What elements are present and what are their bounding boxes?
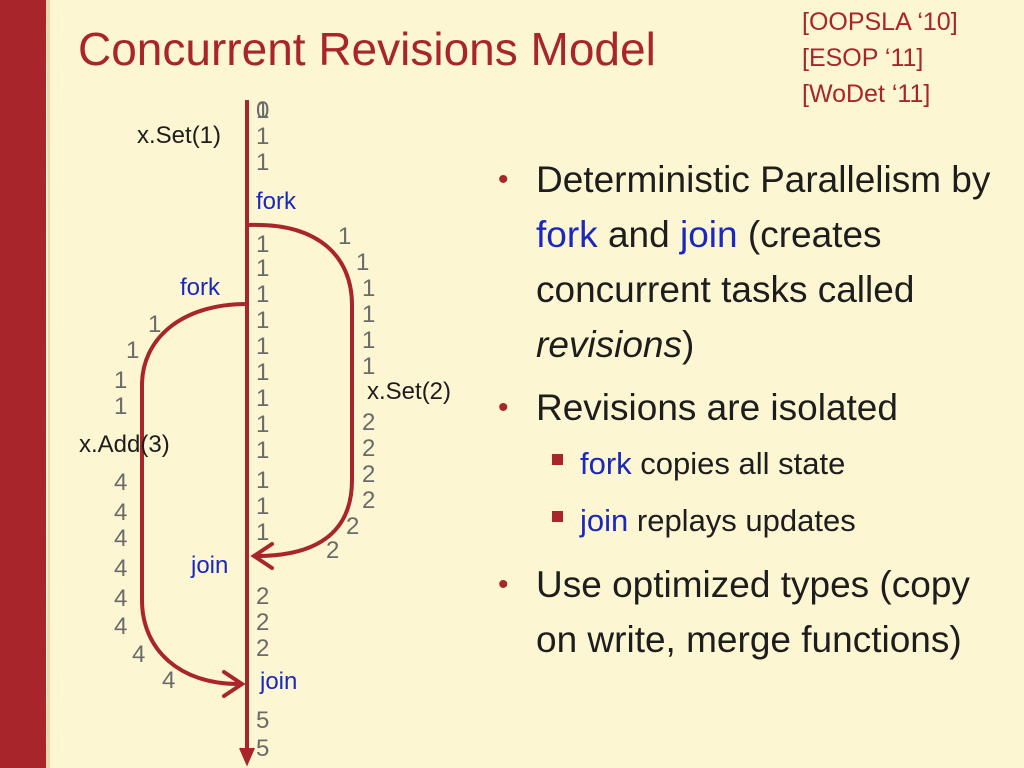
main-line-value: 1 <box>256 359 269 386</box>
main-line-value: 1 <box>256 255 269 282</box>
main-line-value: 1 <box>256 493 269 520</box>
sub-bullet-join-replays: join replays updates <box>494 492 1019 549</box>
diagram-label-set1: x.Set(1) <box>137 122 221 149</box>
right-revision-value: 2 <box>362 487 375 514</box>
right-revision-value: 2 <box>362 461 375 488</box>
left-revision-value: 4 <box>114 469 127 496</box>
left-revision-value: 4 <box>114 585 127 612</box>
sub-bullet-fork-copies: fork copies all state <box>494 435 1019 492</box>
main-line-value: 1 <box>256 97 269 124</box>
bullet-dot-icon: • <box>498 163 509 196</box>
reference-esop: [ESOP ‘11] <box>802 44 924 72</box>
main-line-value: 1 <box>256 467 269 494</box>
reference-wodet: [WoDet ‘11] <box>802 80 931 108</box>
main-line-value: 2 <box>256 635 269 662</box>
main-line-value: 0 <box>256 97 269 124</box>
main-line-value: 1 <box>256 281 269 308</box>
main-line-value: 1 <box>256 149 269 176</box>
left-revision-value: 1 <box>114 393 127 420</box>
right-revision-value: 1 <box>362 275 375 302</box>
square-bullet-icon <box>552 454 563 465</box>
main-line-value: 1 <box>256 123 269 150</box>
main-line-value: 1 <box>256 411 269 438</box>
right-revision-value: 2 <box>346 513 359 540</box>
left-revision-value: 4 <box>114 555 127 582</box>
main-line-value: 2 <box>256 609 269 636</box>
right-join-arrowhead <box>250 542 274 570</box>
left-revision-value: 4 <box>114 499 127 526</box>
main-arrowhead <box>239 747 255 767</box>
main-line-value: 1 <box>256 333 269 360</box>
right-revision-value: 1 <box>356 249 369 276</box>
left-revision-value: 1 <box>148 311 161 338</box>
left-revision-value: 4 <box>114 613 127 640</box>
right-revision-value: 2 <box>362 409 375 436</box>
left-join-arrowhead <box>222 670 246 698</box>
right-revision-value: 2 <box>362 435 375 462</box>
left-revision-value: 4 <box>114 525 127 552</box>
main-line-value: 5 <box>256 735 269 762</box>
reference-oopsla: [OOPSLA ‘10] <box>802 8 958 36</box>
main-line-value: 1 <box>256 519 269 546</box>
right-revision-value: 1 <box>362 353 375 380</box>
diagram-label-join-inner: join <box>190 552 228 579</box>
left-revision-value: 1 <box>126 337 139 364</box>
main-line-value: 1 <box>256 437 269 464</box>
left-revision-value: 4 <box>132 641 145 668</box>
diagram-label-set2: x.Set(2) <box>367 378 451 405</box>
keyword-fork: fork <box>536 214 598 255</box>
bullet-optimized-types: • Use optimized types (copy on write, me… <box>494 557 1019 667</box>
main-line-value: 1 <box>256 385 269 412</box>
main-line-value: 1 <box>256 307 269 334</box>
right-revision-path <box>246 222 354 558</box>
right-revision-value: 2 <box>326 537 339 564</box>
bullet-dot-icon: • <box>498 568 509 601</box>
right-revision-value: 1 <box>362 327 375 354</box>
bullet-deterministic-parallelism: • Deterministic Parallelism by fork and … <box>494 152 1019 372</box>
square-bullet-icon <box>552 511 563 522</box>
diagram-label-fork-inner: fork <box>180 274 221 301</box>
right-revision-value: 1 <box>338 223 351 250</box>
diagram-label-add3: x.Add(3) <box>79 431 170 458</box>
bullet-list: • Deterministic Parallelism by fork and … <box>494 152 1019 667</box>
page-title: Concurrent Revisions Model <box>78 23 656 75</box>
main-line-value: 5 <box>256 707 269 734</box>
main-line-value: 1 <box>256 231 269 258</box>
keyword-revisions: revisions <box>536 324 682 365</box>
bullet-revisions-isolated: • Revisions are isolated <box>494 380 1019 435</box>
reference-list: [OOPSLA ‘10] [ESOP ‘11] [WoDet ‘11] <box>802 4 958 112</box>
left-revision-path <box>140 302 248 686</box>
left-revision-value: 4 <box>162 667 175 694</box>
keyword-join: join <box>679 214 738 255</box>
bullet-dot-icon: • <box>498 391 509 424</box>
diagram-label-join-outer: join <box>259 668 297 695</box>
main-line-value: 2 <box>256 583 269 610</box>
left-revision-value: 1 <box>114 367 127 394</box>
right-revision-value: 1 <box>362 301 375 328</box>
diagram-label-fork-outer: fork <box>256 188 297 215</box>
